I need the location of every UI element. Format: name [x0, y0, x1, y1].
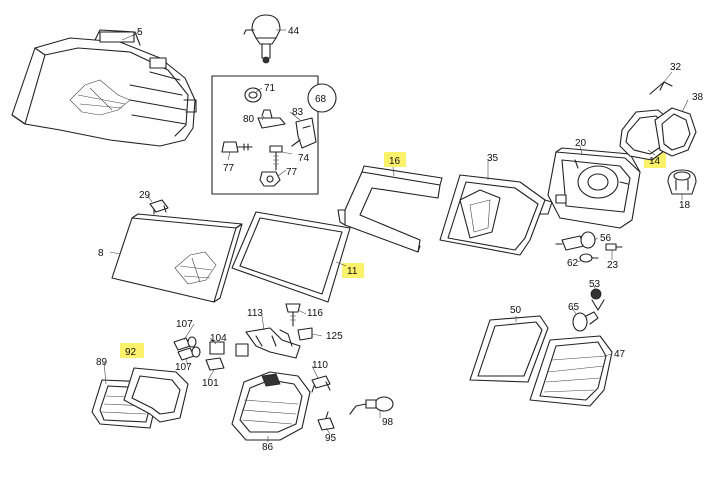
highlight-11	[342, 263, 364, 278]
part-95-clip[interactable]	[317, 411, 335, 431]
leader-lines	[103, 29, 689, 442]
highlight-92	[120, 343, 144, 358]
hardware-kit-box[interactable]	[211, 75, 337, 195]
callout-38[interactable]: 38	[692, 92, 704, 103]
part-50-gasket[interactable]	[469, 315, 549, 383]
callout-74[interactable]: 74	[298, 153, 310, 164]
callout-125[interactable]: 125	[326, 331, 343, 342]
part-86-foglamp[interactable]	[231, 371, 311, 441]
part-113-bracket[interactable]	[245, 327, 301, 359]
callout-92[interactable]: 92	[125, 347, 137, 358]
part-5-headlamp-assembly[interactable]	[11, 29, 197, 147]
callout-65[interactable]: 65	[568, 302, 580, 313]
callout-110[interactable]: 110	[312, 360, 328, 371]
callout-89[interactable]: 89	[96, 357, 108, 368]
callout-107-b[interactable]: 107	[175, 362, 192, 373]
callout-95[interactable]: 95	[325, 433, 337, 444]
callout-98[interactable]: 98	[382, 417, 394, 428]
callout-68[interactable]: 68	[315, 94, 327, 105]
part-65-bulb[interactable]	[572, 311, 599, 332]
callout-80[interactable]: 80	[243, 114, 255, 125]
callout-20[interactable]: 20	[575, 138, 587, 149]
part-11-gasket[interactable]	[231, 211, 351, 303]
callout-29[interactable]: 29	[139, 190, 151, 201]
part-44-bulb-socket[interactable]	[243, 14, 281, 64]
part-104-socket[interactable]	[205, 341, 249, 371]
part-116-screw[interactable]	[285, 303, 301, 327]
callout-62[interactable]: 62	[567, 258, 579, 269]
part-107-bulb-b[interactable]	[177, 346, 201, 361]
callout-44[interactable]: 44	[288, 26, 300, 37]
callout-14[interactable]: 14	[649, 156, 661, 167]
callout-5[interactable]: 5	[137, 27, 143, 38]
kit-68-circle	[307, 83, 337, 113]
part-53-nut[interactable]	[590, 288, 605, 311]
part-35-reflector-housing[interactable]	[439, 174, 553, 256]
callout-labels: 5 44 71 68 80 83 77 74 77 16 35 20 32 38…	[96, 26, 704, 453]
part-125-clip[interactable]	[297, 327, 313, 341]
callout-47[interactable]: 47	[614, 349, 626, 360]
part-110-clip[interactable]	[311, 375, 331, 393]
callout-18[interactable]: 18	[679, 200, 691, 211]
callout-23[interactable]: 23	[607, 260, 619, 271]
callout-32[interactable]: 32	[670, 62, 682, 73]
callout-11[interactable]: 11	[347, 266, 358, 277]
part-62-bulb[interactable]	[579, 253, 599, 263]
callout-16[interactable]: 16	[389, 156, 401, 167]
callout-116[interactable]: 116	[307, 308, 323, 319]
callout-86[interactable]: 86	[262, 442, 274, 453]
part-8-lens[interactable]	[111, 213, 243, 303]
part-29-clip[interactable]	[149, 199, 169, 215]
part-98-bulb[interactable]	[349, 396, 394, 415]
part-56-bulb[interactable]	[555, 231, 596, 251]
callout-71[interactable]: 71	[264, 83, 276, 94]
highlight-16	[384, 152, 406, 167]
part-14-38-rings[interactable]	[619, 107, 697, 161]
callout-113[interactable]: 113	[247, 308, 263, 319]
callout-35[interactable]: 35	[487, 153, 499, 164]
callout-53[interactable]: 53	[589, 279, 601, 290]
callout-77-a[interactable]: 77	[223, 163, 235, 174]
callout-56[interactable]: 56	[600, 233, 612, 244]
callout-77-b[interactable]: 77	[286, 167, 298, 178]
callout-104[interactable]: 104	[210, 333, 227, 344]
part-23-bulb[interactable]	[605, 243, 623, 251]
part-18-bulb-holder[interactable]	[667, 169, 697, 195]
part-92-seal[interactable]	[123, 367, 189, 423]
part-47-side-lens[interactable]	[529, 335, 613, 407]
callout-8[interactable]: 8	[98, 248, 104, 259]
callout-83[interactable]: 83	[292, 107, 304, 118]
callout-107-a[interactable]: 107	[176, 319, 193, 330]
part-32-spring-clip[interactable]	[649, 81, 673, 95]
callout-101[interactable]: 101	[202, 378, 219, 389]
part-20-headlamp-module[interactable]	[547, 147, 641, 229]
part-107-bulb-a[interactable]	[173, 336, 197, 351]
part-16-mounting-frame[interactable]	[337, 165, 443, 253]
callout-50[interactable]: 50	[510, 305, 522, 316]
